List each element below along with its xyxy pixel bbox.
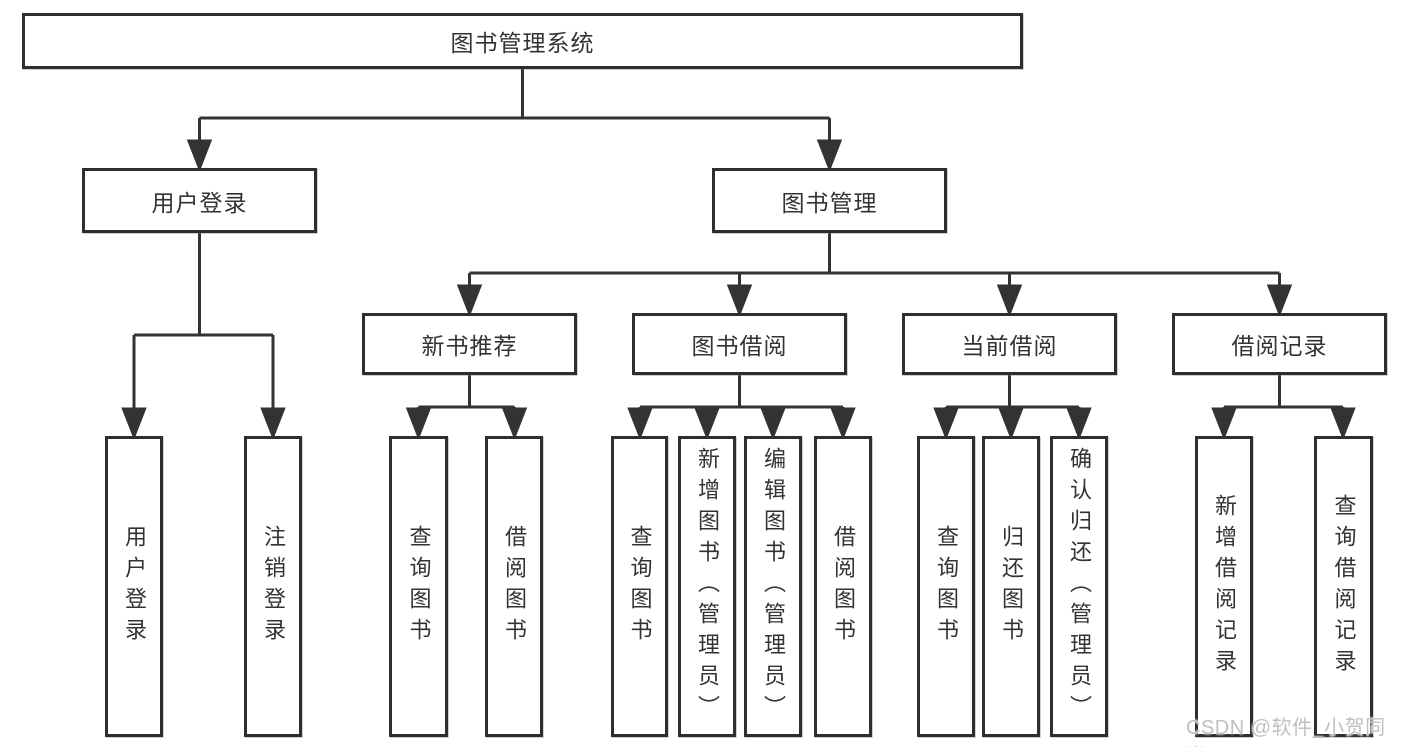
node-root: 图书管理系统 <box>22 13 1023 69</box>
node-query-books-borrowing: 查询图书 <box>611 436 668 737</box>
node-book-management: 图书管理 <box>712 168 947 233</box>
connector-book-borrowing-to-children <box>627 375 856 441</box>
node-logout-action: 注销登录 <box>244 436 302 737</box>
node-add-borrowing-record: 新增借阅记录 <box>1195 436 1253 737</box>
connector-root-to-children <box>186 69 843 173</box>
node-user-login: 用户登录 <box>82 168 317 233</box>
node-borrow-books-borrowing: 借阅图书 <box>814 436 872 737</box>
node-user-login-action: 用户登录 <box>105 436 163 737</box>
node-confirm-return-admin: 确认归还（管理员） <box>1050 436 1108 737</box>
node-new-book-recommend: 新书推荐 <box>362 313 577 375</box>
connector-new-book-recommend-to-children <box>405 375 528 441</box>
node-borrowing-records: 借阅记录 <box>1172 313 1387 375</box>
connector-user-login-to-children <box>121 233 286 441</box>
connector-current-borrowing-to-children <box>933 375 1092 441</box>
node-book-borrowing: 图书借阅 <box>632 313 847 375</box>
node-return-books: 归还图书 <box>982 436 1040 737</box>
watermark: CSDN @软件_小贺同学 <box>1186 717 1386 747</box>
node-query-books-current: 查询图书 <box>917 436 975 737</box>
node-query-books-recommend: 查询图书 <box>389 436 448 737</box>
node-borrow-books-recommend: 借阅图书 <box>485 436 543 737</box>
node-add-books-admin: 新增图书（管理员） <box>678 436 736 737</box>
node-edit-books-admin: 编辑图书（管理员） <box>744 436 802 737</box>
node-query-borrowing-record: 查询借阅记录 <box>1314 436 1373 737</box>
node-current-borrowing: 当前借阅 <box>902 313 1117 375</box>
connector-book-management-to-children <box>456 233 1293 318</box>
connector-borrowing-records-to-children <box>1211 375 1356 441</box>
